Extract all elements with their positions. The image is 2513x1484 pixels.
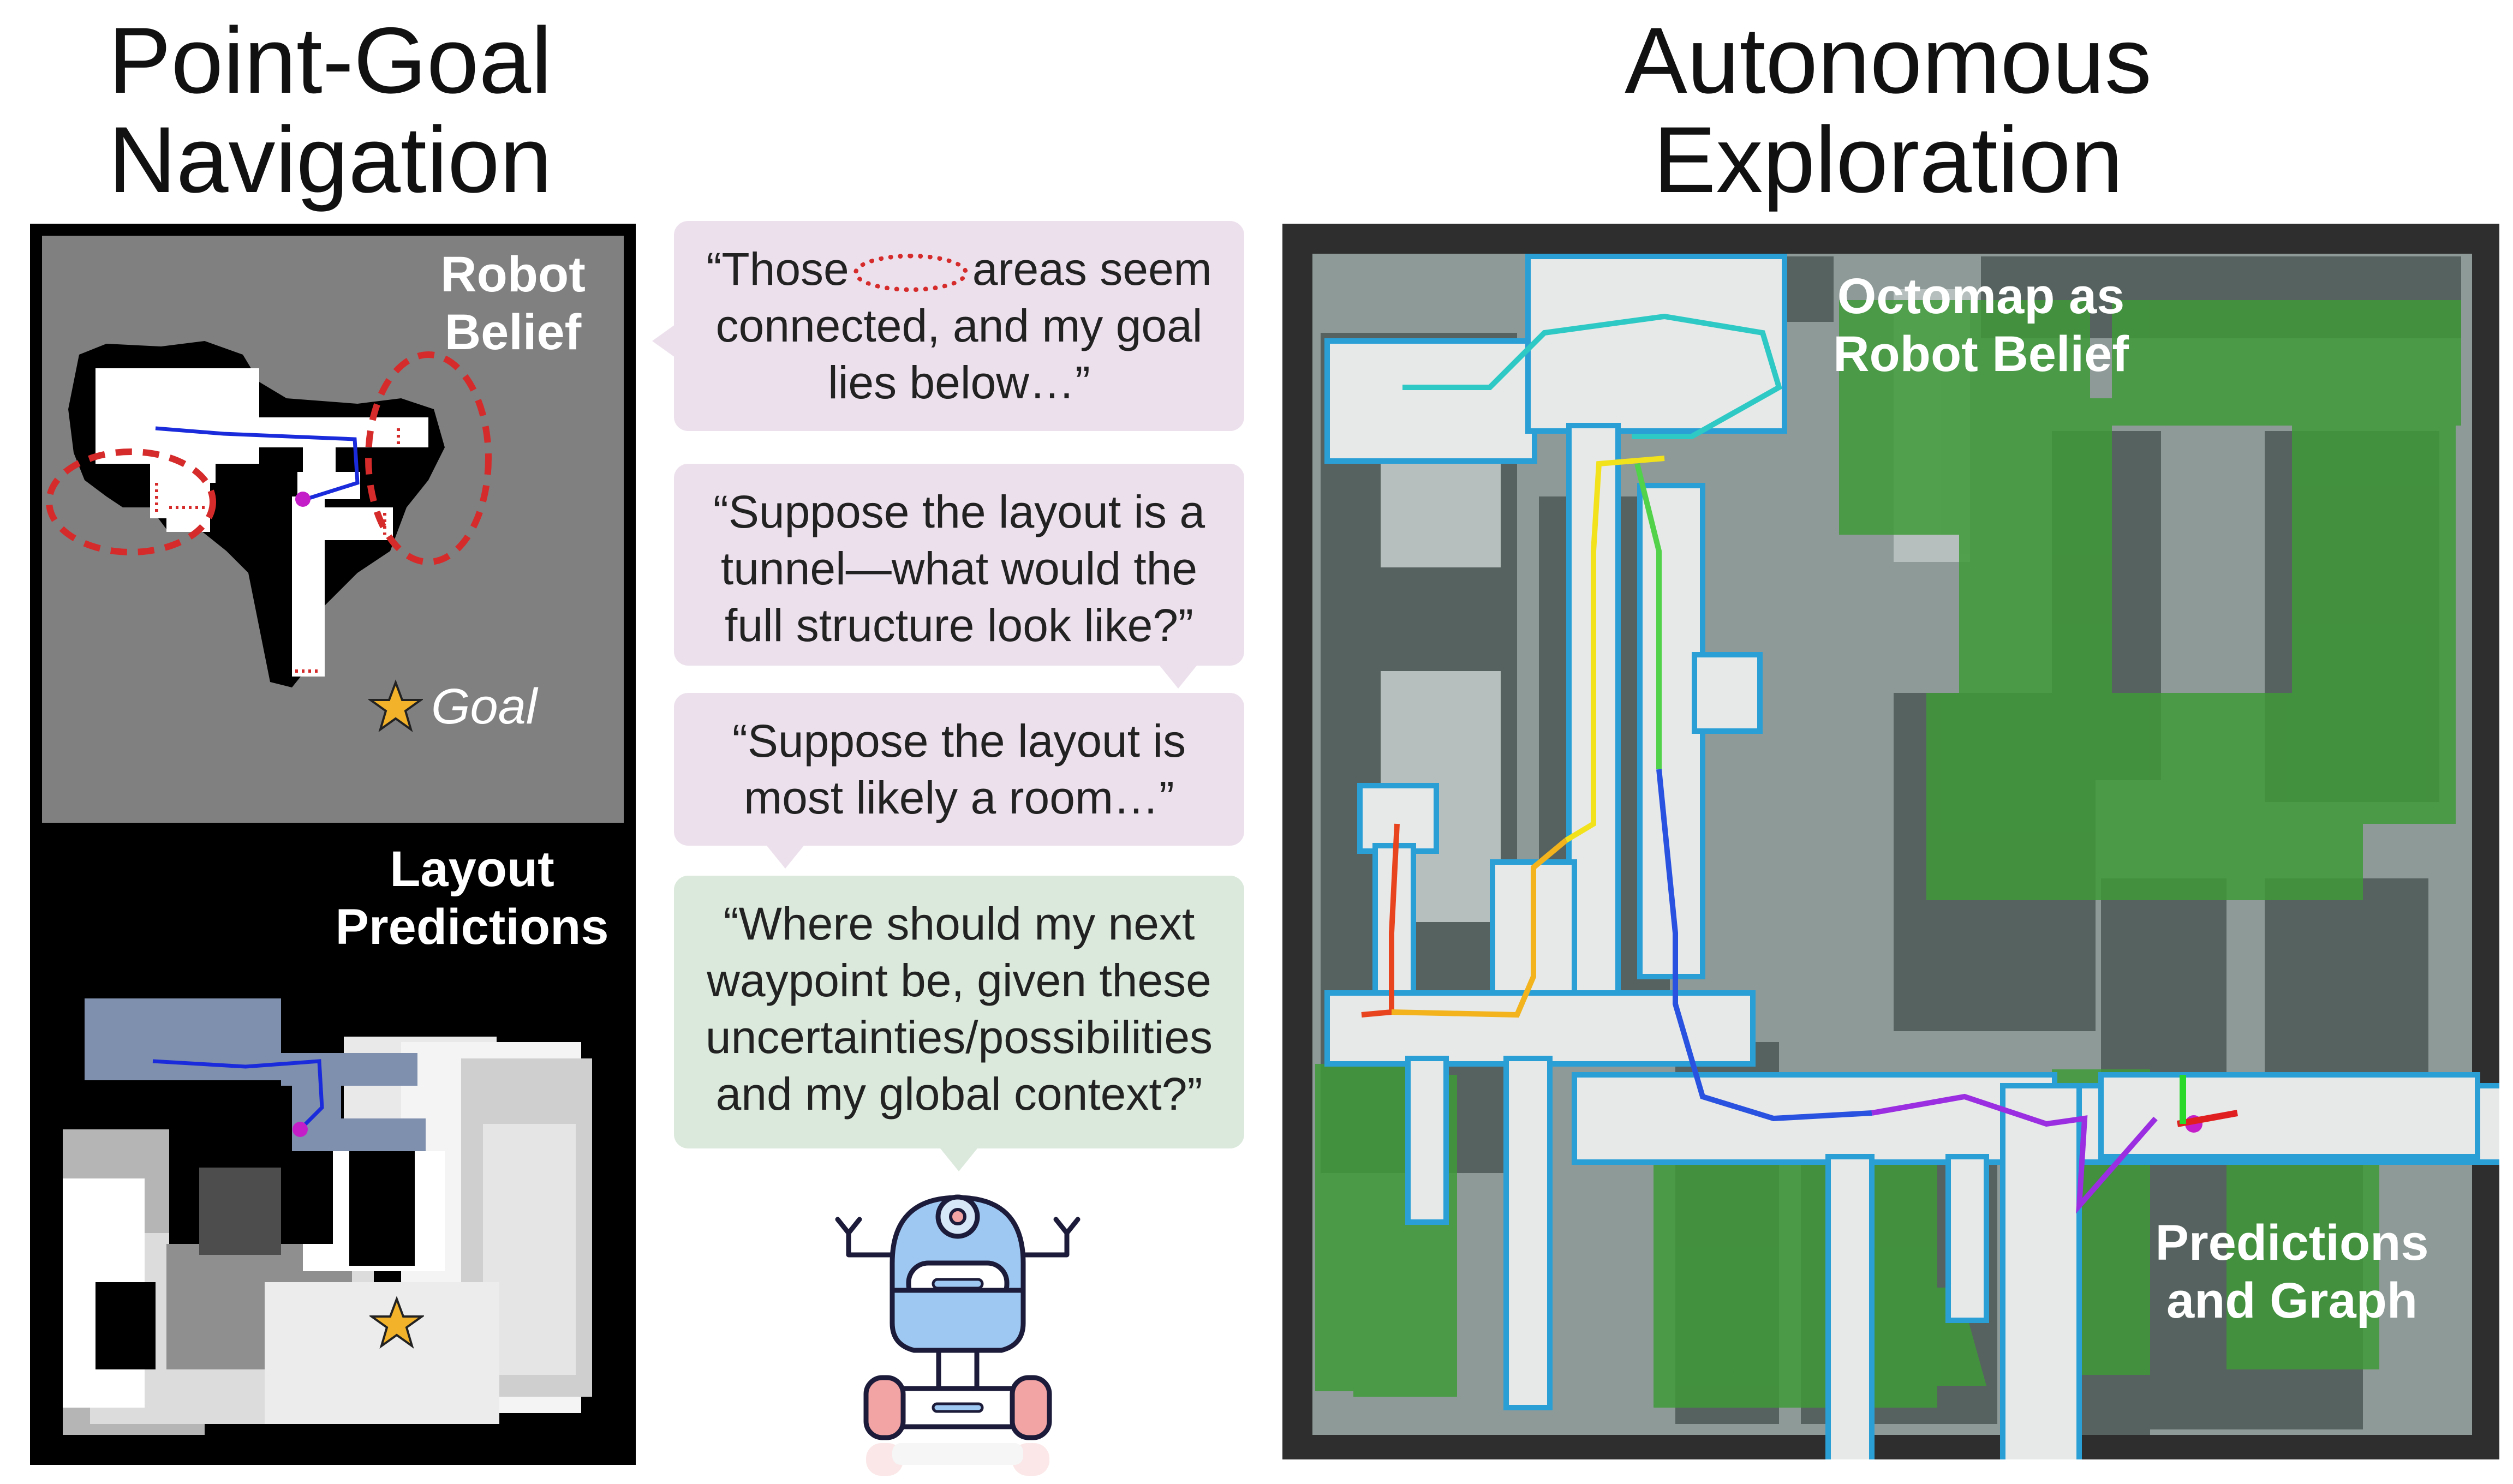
prediction-goal-star-icon xyxy=(368,1296,426,1350)
exploration-panel: Octomap as Robot Belief Predictions and … xyxy=(1282,224,2499,1459)
bubble1-tail xyxy=(652,325,675,357)
goal-star-icon xyxy=(367,679,425,734)
robot-icon xyxy=(827,1181,1089,1481)
frontier-marks xyxy=(155,428,400,673)
octomap-label-line2: Robot Belief xyxy=(1833,326,2129,382)
graph-label-line2: and Graph xyxy=(2166,1273,2418,1329)
layout-predictions-label-line2: Predictions xyxy=(335,899,609,955)
bubble2-line2: tunnel—what would the xyxy=(720,543,1198,594)
bubble1-line2: connected, and my goal xyxy=(715,300,1203,351)
layout-predictions-label-line1: Layout xyxy=(390,841,554,897)
trajectory-segment-4 xyxy=(1634,463,1662,769)
bubble3-line1: “Suppose the layout is xyxy=(732,715,1186,767)
bubble2-tail xyxy=(1160,666,1197,689)
layout-predictions-label: Layout Predictions xyxy=(314,840,630,956)
octomap-label: Octomap as Robot Belief xyxy=(1828,267,2134,383)
layout-predictions-map xyxy=(41,998,630,1446)
right-title: Autonomous Exploration xyxy=(1277,11,2499,210)
bubble4-tail xyxy=(940,1148,977,1171)
robot-belief-label-line1: Robot xyxy=(440,247,586,302)
robot-belief-label: Robot Belief xyxy=(412,246,614,361)
right-title-line1: Autonomous xyxy=(1625,8,2152,113)
left-title: Point-Goal Navigation xyxy=(22,11,638,210)
robot-belief-label-line2: Belief xyxy=(444,304,582,360)
bubble4-line3: uncertainties/possibilities xyxy=(705,1012,1213,1063)
graph-label: Predictions and Graph xyxy=(2139,1214,2445,1330)
trajectory-segment-5 xyxy=(1402,313,1782,439)
bubble4-line1: “Where should my next xyxy=(723,898,1195,949)
bubble4-line4: and my global context?” xyxy=(715,1068,1203,1120)
trajectory-segment-3 xyxy=(1565,456,1665,843)
robot-path xyxy=(155,426,360,501)
graph-label-line1: Predictions xyxy=(2155,1215,2429,1271)
trajectory-segment-7 xyxy=(1871,1093,2158,1214)
trajectory-segment-2 xyxy=(1391,838,1568,1018)
bubble-tunnel-hypothesis: “Suppose the layout is a tunnel—what wou… xyxy=(674,464,1244,689)
bubble4-line2: waypoint be, given these xyxy=(707,955,1211,1006)
bubble3-line2: most likely a room…” xyxy=(744,772,1174,823)
right-title-line2: Exploration xyxy=(1653,107,2123,212)
bubble-waypoint-question: “Where should my next waypoint be, given… xyxy=(674,876,1244,1171)
left-title-line2: Navigation xyxy=(108,107,552,212)
uncertain-region-right xyxy=(365,351,492,565)
robot-marker xyxy=(295,492,311,507)
bubble3-tail xyxy=(767,846,804,869)
bubble-room-hypothesis: “Suppose the layout is most likely a roo… xyxy=(674,693,1244,869)
uncertain-region-left xyxy=(46,448,216,555)
bubble1-line1-start: “Those xyxy=(706,243,849,295)
dotted-ellipse-icon xyxy=(853,253,968,292)
exploration-figure xyxy=(1312,254,2499,1459)
bubble1-line3: lies below…” xyxy=(828,357,1090,408)
predicted-path xyxy=(152,1059,324,1131)
point-goal-panel: Robot Belief Goal Layout Predictions xyxy=(30,224,636,1465)
octomap-label-line1: Octomap as xyxy=(1837,268,2125,324)
robot-axis-x xyxy=(2176,1110,2239,1127)
bubble1-line1-end: areas seem xyxy=(972,243,1212,295)
point-goal-figure xyxy=(41,236,630,1446)
trajectory-segment-6 xyxy=(1656,769,1872,1122)
predicted-robot-marker xyxy=(293,1122,308,1137)
bubble2-line1: “Suppose the layout is a xyxy=(713,486,1205,537)
left-title-line1: Point-Goal xyxy=(108,8,552,113)
goal-label: Goal xyxy=(431,679,538,734)
trajectory-segment-1 xyxy=(1361,823,1400,1018)
bubble2-line3: full structure look like?” xyxy=(725,600,1193,651)
